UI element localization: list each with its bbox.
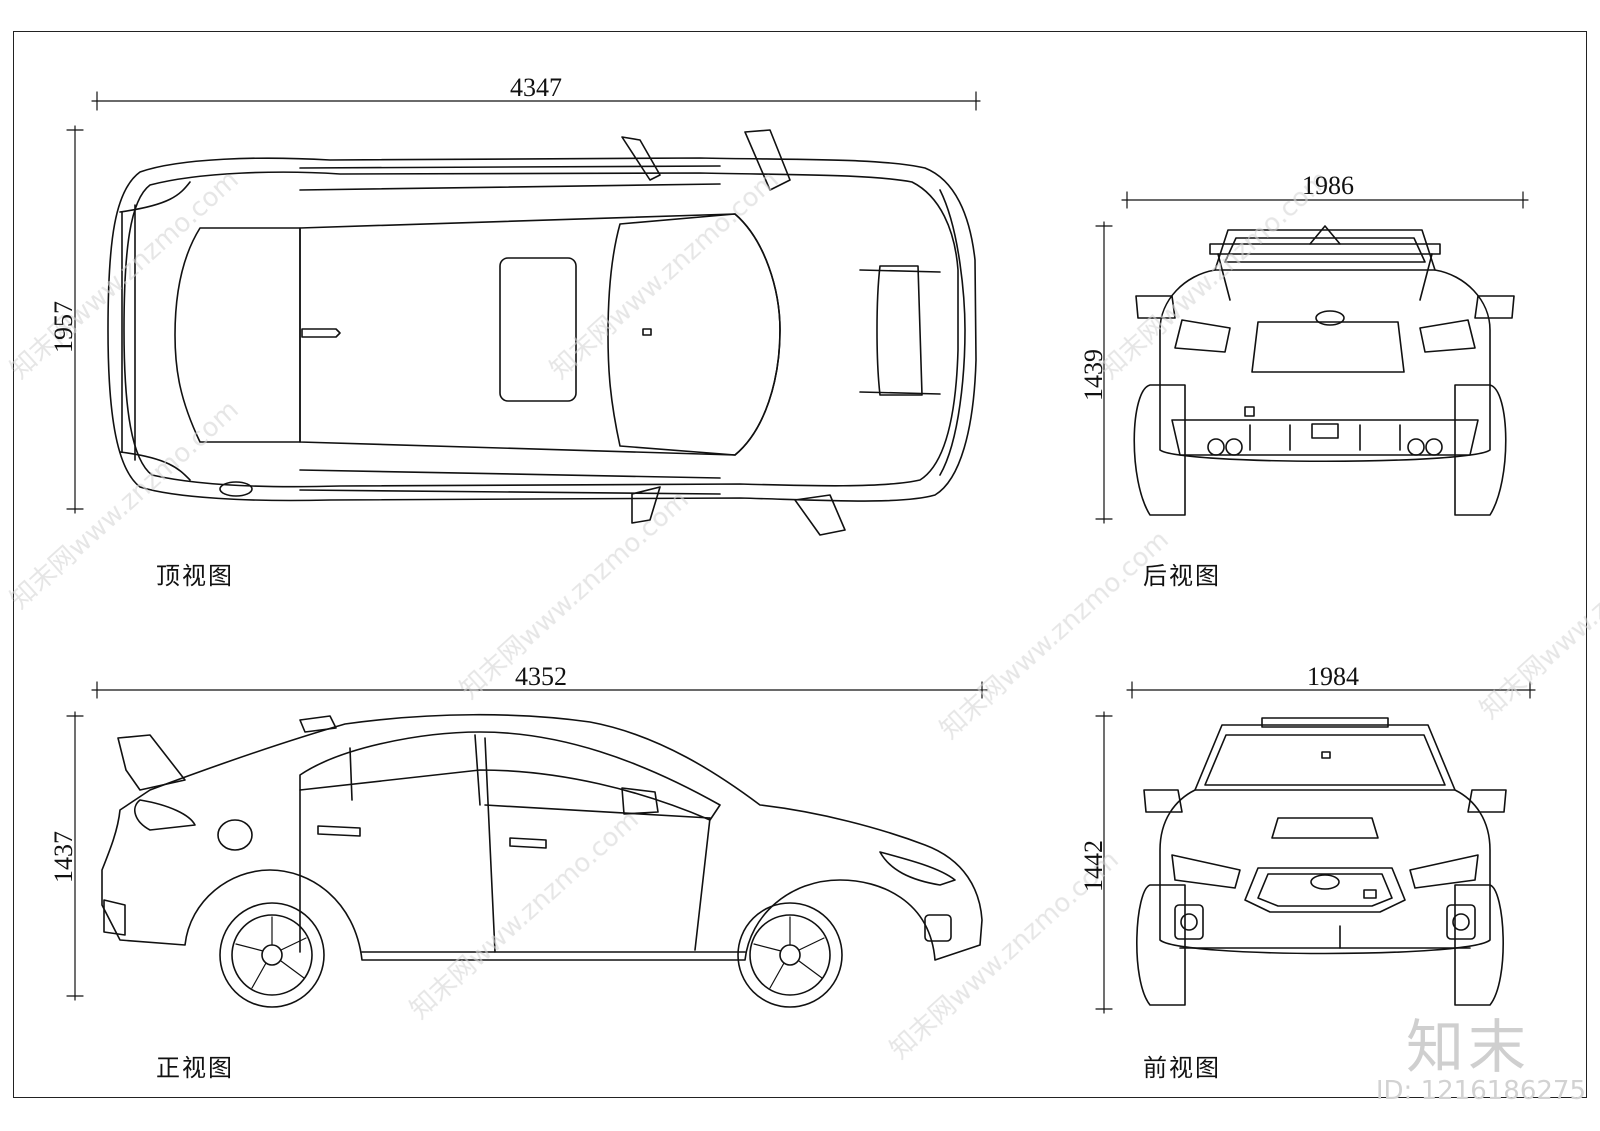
watermark-repeat: 知末网www.znzmo.com 知末网www.znzmo.com 知末网www…	[5, 165, 1600, 1065]
watermark-text: 知末网www.znzmo.com	[1475, 505, 1600, 725]
watermark-brand: 知末	[1405, 1013, 1530, 1081]
watermark-text: 知末网www.znzmo.com	[405, 805, 645, 1025]
dim-rear-width: 1986	[1302, 171, 1354, 200]
rear-view-car	[1133, 225, 1515, 516]
watermark-text: 知末网www.znzmo.com	[455, 485, 695, 705]
watermark-text: 知末网www.znzmo.com	[1095, 165, 1335, 385]
caption-top-view: 顶视图	[156, 562, 234, 590]
dim-top-length: 4347	[510, 73, 562, 102]
dimension-lines	[66, 91, 1536, 1014]
watermark-text: 知末网www.znzmo.com	[545, 165, 785, 385]
caption-rear-view: 后视图	[1143, 562, 1221, 590]
caption-front-view: 前视图	[1143, 1054, 1221, 1082]
front-view-car	[1136, 717, 1507, 1006]
caption-side-view: 正视图	[156, 1054, 234, 1082]
side-view-car	[101, 713, 983, 1008]
dim-front-height: 1442	[1079, 840, 1108, 892]
dim-side-length: 4352	[515, 662, 567, 691]
dim-side-height: 1437	[49, 831, 78, 883]
watermark-text: 知末网www.znzmo.com	[935, 525, 1175, 745]
dim-front-width: 1984	[1307, 662, 1359, 691]
dim-top-width: 1957	[49, 301, 78, 353]
dim-rear-height: 1439	[1079, 349, 1108, 401]
drawing-frame	[13, 31, 1587, 1098]
top-view-car	[107, 129, 977, 536]
watermark-id: ID: 1216186275	[1375, 1076, 1586, 1106]
